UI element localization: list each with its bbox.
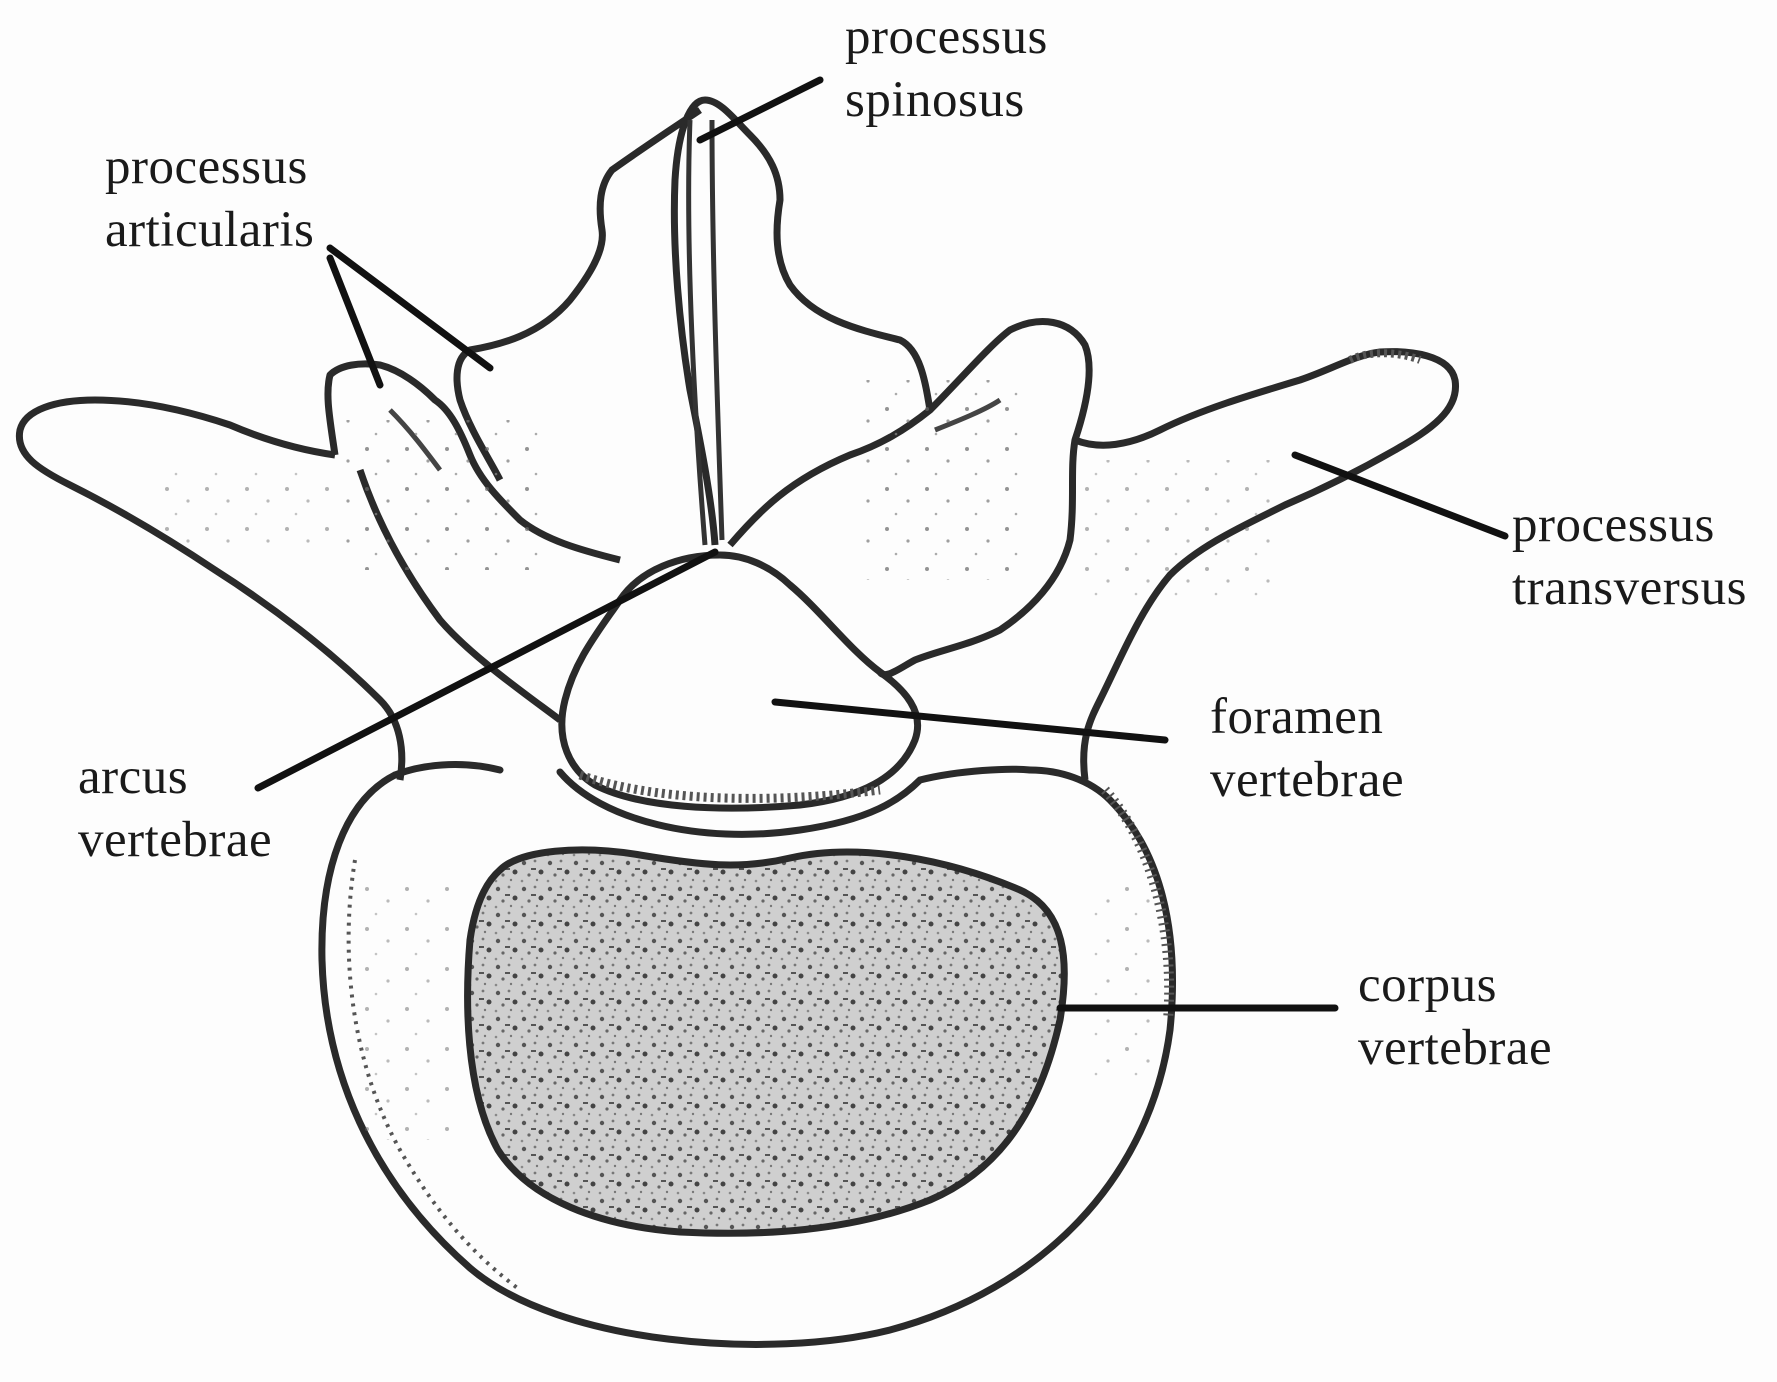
corpus-inner-spongy [468, 850, 1065, 1233]
label-processus-transversus-line2: transversus [1512, 557, 1747, 620]
stipple-left-transverse [150, 470, 330, 550]
label-arcus-vertebrae: arcus vertebrae [78, 746, 272, 872]
label-processus-spinosus-line2: spinosus [845, 69, 1048, 132]
spinous-ridge-1 [689, 120, 705, 545]
label-processus-articularis-line1: processus [105, 136, 314, 199]
label-foramen-vertebrae: foramen vertebrae [1210, 686, 1404, 812]
spinous-ridge-2 [712, 120, 722, 540]
leader-transversus [1295, 455, 1505, 536]
label-processus-spinosus-line1: processus [845, 6, 1048, 69]
label-foramen-vertebrae-line2: vertebrae [1210, 749, 1404, 812]
label-foramen-vertebrae-line1: foramen [1210, 686, 1404, 749]
label-processus-articularis-line2: articularis [105, 199, 314, 262]
leader-articularis-2 [330, 248, 490, 368]
foramen-outline [562, 555, 918, 808]
label-processus-spinosus: processus spinosus [845, 6, 1048, 132]
leader-spinosus [700, 80, 820, 140]
label-arcus-vertebrae-line1: arcus [78, 746, 272, 809]
stipple-body-ring [360, 880, 450, 1140]
label-processus-articularis: processus articularis [105, 136, 314, 262]
stipple-left [340, 420, 540, 570]
label-processus-transversus-line1: processus [1512, 494, 1747, 557]
stipple-body-ring-right [1090, 880, 1150, 1080]
label-corpus-vertebrae: corpus vertebrae [1358, 954, 1552, 1080]
stipple-right-transverse [1080, 460, 1280, 600]
label-corpus-vertebrae-line1: corpus [1358, 954, 1552, 1017]
label-processus-transversus: processus transversus [1512, 494, 1747, 620]
label-arcus-vertebrae-line2: vertebrae [78, 809, 272, 872]
stipple-right [860, 380, 1020, 580]
label-corpus-vertebrae-line2: vertebrae [1358, 1017, 1552, 1080]
